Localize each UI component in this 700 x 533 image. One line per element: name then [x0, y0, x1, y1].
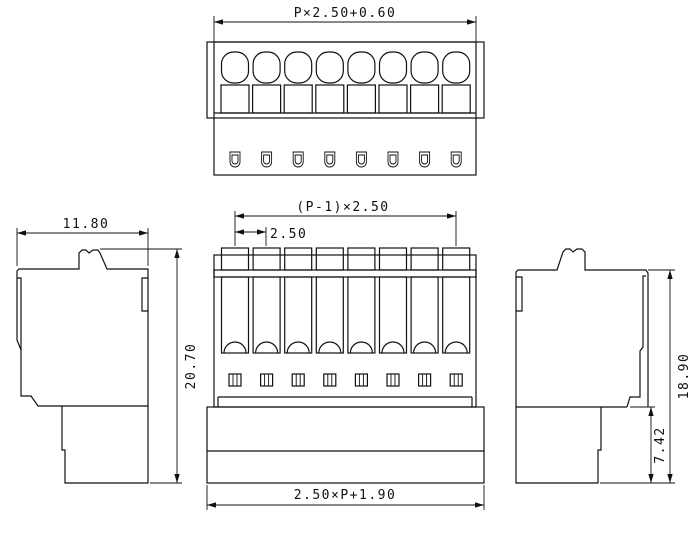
pole-slot	[346, 84, 376, 114]
test-port-detail	[358, 374, 364, 386]
release-slot	[252, 276, 281, 354]
pole-slot	[315, 84, 345, 114]
right-side-view: 7.42 18.90	[515, 248, 692, 484]
pole-slot	[283, 84, 313, 114]
test-port	[260, 373, 274, 387]
right-height-label: 18.90	[677, 353, 692, 400]
wire-entry-hole	[220, 51, 250, 84]
pole-slot	[220, 84, 250, 114]
release-arc	[413, 341, 437, 354]
release-button-top	[442, 247, 471, 271]
release-slot	[410, 276, 439, 354]
front-view: (P-1)×2.50 2.50 2.50×P+1.90	[206, 200, 485, 510]
pin-contact	[229, 151, 241, 168]
test-port-detail	[390, 374, 396, 386]
release-button-top	[220, 247, 250, 271]
release-arc	[444, 341, 468, 354]
base-width-label: 2.50×P+1.90	[294, 488, 397, 503]
test-port-detail	[232, 374, 238, 386]
pin-contact	[324, 151, 336, 168]
release-slot	[220, 276, 250, 354]
release-slot	[284, 276, 313, 354]
test-port	[323, 373, 337, 387]
wire-entry-hole	[378, 51, 408, 84]
pin-contact	[419, 151, 431, 168]
span-label: (P-1)×2.50	[296, 200, 389, 215]
release-button-top	[378, 247, 408, 271]
wire-entry-hole	[442, 51, 471, 84]
left-height-label: 20.70	[184, 343, 199, 390]
release-arc	[318, 341, 342, 354]
release-button-top	[252, 247, 281, 271]
release-button-top	[284, 247, 313, 271]
pin-contact	[355, 151, 367, 168]
test-port-detail	[327, 374, 333, 386]
test-port-detail	[453, 374, 459, 386]
pole-slot	[441, 84, 471, 114]
test-port	[449, 373, 463, 387]
pin-contact	[292, 151, 304, 168]
release-button-top	[347, 247, 376, 271]
pin-contact	[261, 151, 273, 168]
release-button-top	[315, 247, 344, 271]
left-side-view: 11.80 20.70	[16, 217, 199, 484]
release-slot	[442, 276, 471, 354]
top-view: P×2.50+0.60	[206, 6, 485, 176]
test-port	[291, 373, 305, 387]
release-arc	[223, 341, 247, 354]
lower-height-label: 7.42	[653, 426, 668, 463]
wire-entry-hole	[347, 51, 376, 84]
top-body	[213, 41, 477, 176]
release-slot	[315, 276, 344, 354]
pin-contact	[387, 151, 399, 168]
release-arc	[255, 341, 279, 354]
pole-slot	[378, 84, 408, 114]
depth-label: 11.80	[63, 217, 110, 232]
test-port-detail	[264, 374, 270, 386]
pin-contact	[450, 151, 462, 168]
release-button-top	[410, 247, 439, 271]
wire-entry-hole	[284, 51, 313, 84]
wire-entry-hole	[315, 51, 344, 84]
test-port-detail	[295, 374, 301, 386]
test-port	[228, 373, 242, 387]
pole-slot	[410, 84, 440, 114]
front-base	[206, 406, 485, 484]
pitch-label: 2.50	[270, 227, 307, 242]
top-width-label: P×2.50+0.60	[294, 6, 397, 21]
release-arc	[286, 341, 310, 354]
test-port-detail	[422, 374, 428, 386]
wire-entry-hole	[252, 51, 281, 84]
pole-slot	[252, 84, 282, 114]
wire-entry-hole	[410, 51, 439, 84]
release-slot	[347, 276, 376, 354]
release-arc	[381, 341, 405, 354]
test-port	[418, 373, 432, 387]
test-port	[354, 373, 368, 387]
release-arc	[349, 341, 373, 354]
release-slot	[378, 276, 408, 354]
test-port	[386, 373, 400, 387]
